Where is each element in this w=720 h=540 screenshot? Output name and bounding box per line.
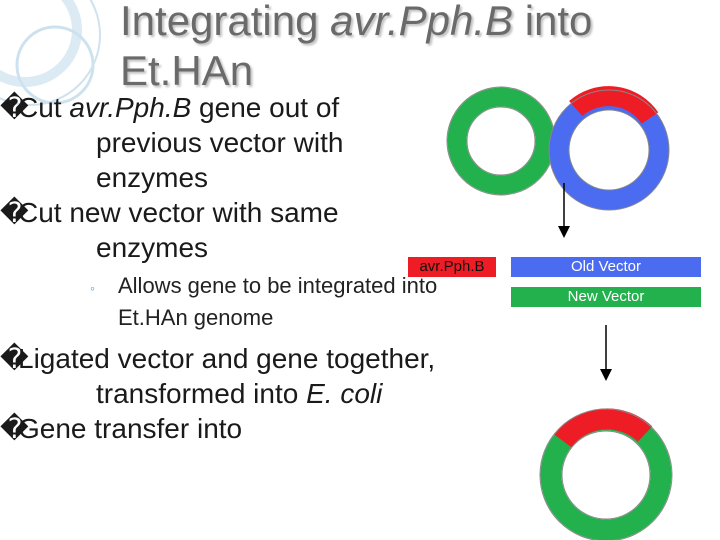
sub-bullet-integration: ◦Allows gene to be integrated into Et.HA… bbox=[90, 273, 438, 330]
gene-insert-top bbox=[569, 86, 659, 125]
bullet-icon: � bbox=[0, 92, 29, 123]
plasmid-diagram bbox=[446, 86, 673, 540]
new-vector-plasmid-top-outline-inner bbox=[466, 106, 536, 176]
slide-title: Integrating avr.Pph.B into Et.HAn bbox=[120, 0, 593, 94]
bullet-icon: � bbox=[0, 413, 29, 444]
bullet-icon: � bbox=[0, 343, 29, 374]
bullet-ligated: �Ligated vector and gene together, trans… bbox=[0, 343, 436, 409]
old-vector-outline-inner bbox=[568, 109, 650, 191]
new-vector-legend-label: New Vector bbox=[511, 287, 701, 307]
sub-bullet-icon: ◦ bbox=[90, 280, 95, 296]
old-vector-outline-outer bbox=[548, 89, 670, 211]
corner-decoration bbox=[0, 0, 101, 106]
bullet-cut-vector: �Cut new vector with same enzymes bbox=[0, 197, 339, 263]
bullet-icon: � bbox=[0, 197, 29, 228]
bullet-list: �Cut avr.Pph.B gene out of previous vect… bbox=[0, 90, 440, 446]
old-vector-legend-label: Old Vector bbox=[511, 257, 701, 277]
gene-insert-bottom bbox=[554, 408, 653, 448]
recombinant-outline-outer bbox=[539, 408, 673, 540]
new-vector-plasmid-top bbox=[447, 87, 555, 195]
gene-legend-label: avr.Pph.B bbox=[408, 257, 496, 277]
recombinant-outline-inner bbox=[561, 430, 651, 520]
bullet-gene-transfer: �Gene transfer into bbox=[0, 413, 243, 444]
bullet-cut-gene: �Cut avr.Pph.B gene out of previous vect… bbox=[0, 92, 344, 193]
